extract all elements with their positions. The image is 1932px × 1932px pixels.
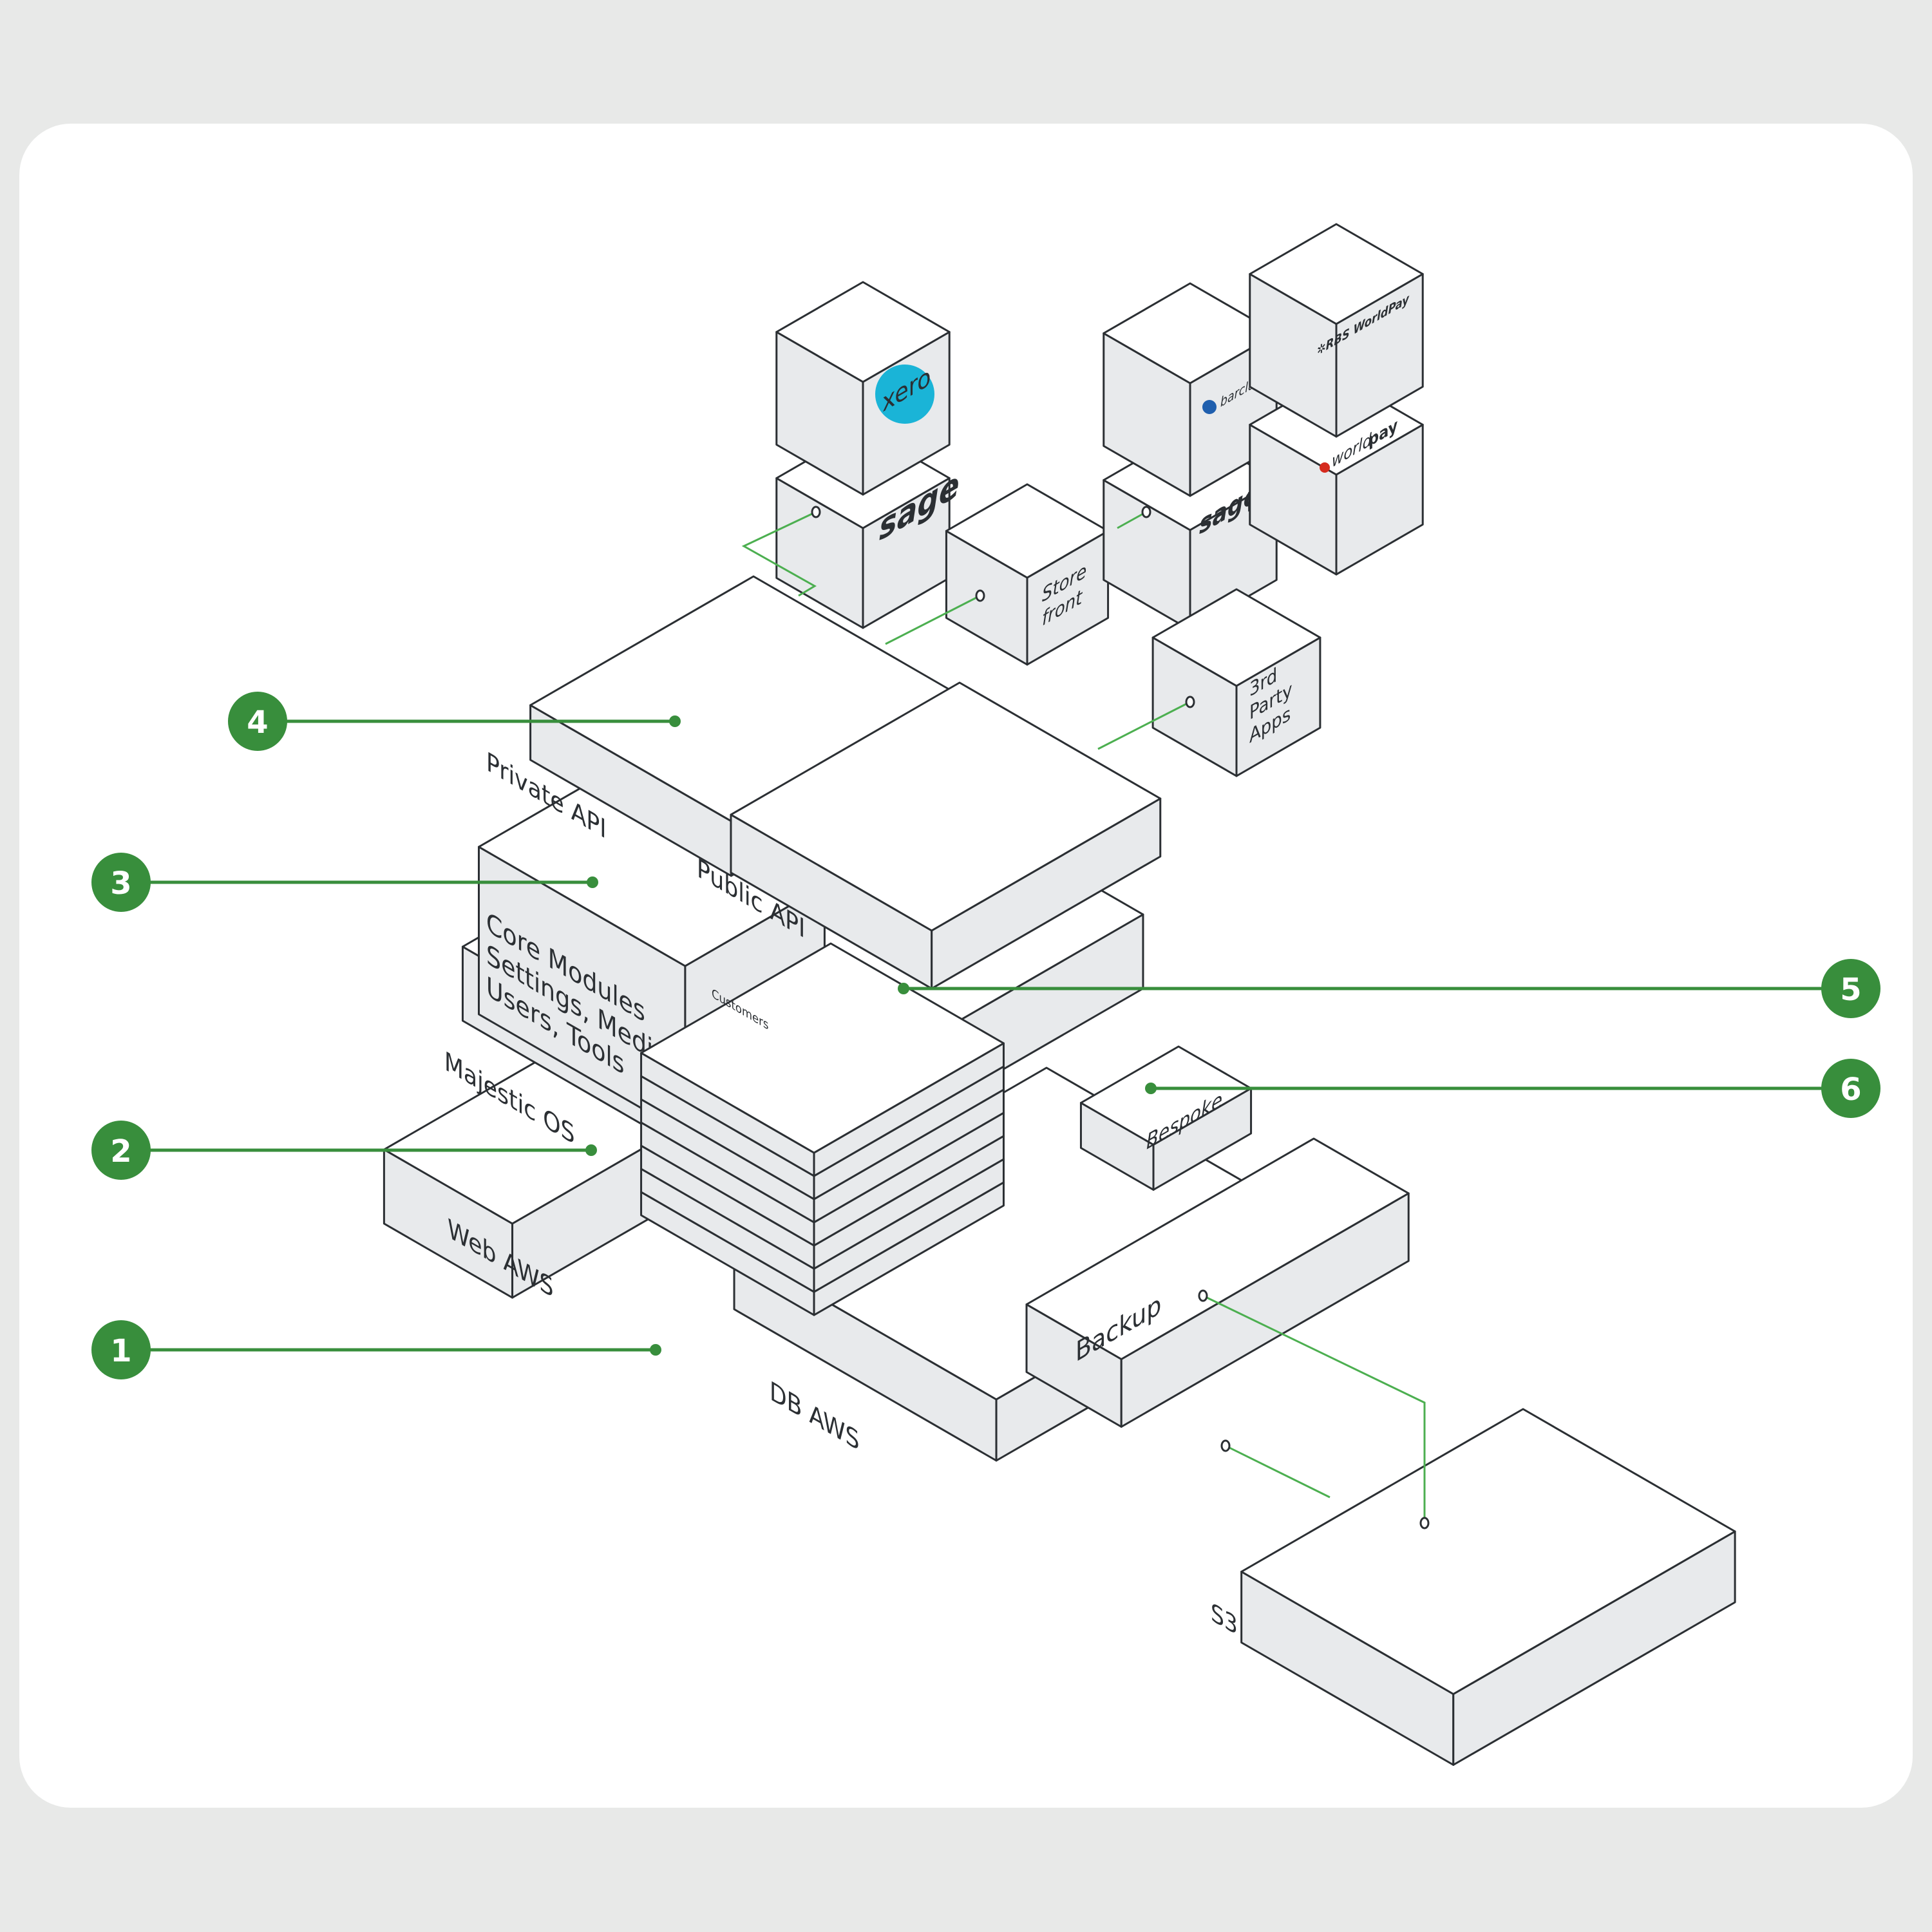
callout-5[interactable]: 5 xyxy=(898,959,1880,1018)
callout-4[interactable]: 4 xyxy=(228,692,681,751)
sagepay-port xyxy=(1141,506,1151,518)
callout-1[interactable]: 1 xyxy=(91,1320,661,1379)
callout-badge-circle xyxy=(91,853,151,912)
third-party-port xyxy=(1185,696,1195,708)
callout-6[interactable]: 6 xyxy=(1145,1059,1880,1118)
module-slab-top-face xyxy=(640,942,1005,1154)
worldpay-globe-icon xyxy=(1320,462,1330,473)
barclaycard-eagle-icon xyxy=(1202,400,1217,414)
callout-badge-circle xyxy=(1821,959,1880,1018)
callout-badge-circle xyxy=(91,1121,151,1180)
s3-block-top-face xyxy=(1240,1408,1736,1695)
callout-number: 5 xyxy=(1840,972,1861,1008)
callout-anchor-dot xyxy=(898,983,909,994)
callout-anchor-dot xyxy=(585,1144,597,1156)
callout-anchor-dot xyxy=(669,715,681,727)
backup-to-s3-wire xyxy=(1202,1294,1426,1523)
store-front-cube-top-face xyxy=(945,483,1110,579)
callout-3[interactable]: 3 xyxy=(91,853,598,912)
xero-logo-badge xyxy=(875,365,934,424)
callout-badge[interactable]: 3 xyxy=(91,853,151,912)
callout-badge[interactable]: 4 xyxy=(228,692,287,751)
callout-number: 4 xyxy=(247,705,268,741)
s3-block: S3 xyxy=(1211,1408,1736,1766)
xero-cube-top-face xyxy=(775,281,951,383)
module-slab: Customers xyxy=(640,942,1005,1177)
modules-stack: ReportingWarehouse/LogisticsPurchasingOr… xyxy=(640,942,1005,1316)
callout-number: 3 xyxy=(110,866,131,902)
xero-cube: xero xyxy=(775,281,951,496)
callout-anchor-dot xyxy=(650,1344,661,1356)
callout-badge-circle xyxy=(228,692,287,751)
s3-port xyxy=(1419,1517,1430,1530)
callout-anchor-dot xyxy=(1145,1083,1157,1094)
callout-2[interactable]: 2 xyxy=(91,1121,597,1180)
callout-badge[interactable]: 6 xyxy=(1821,1059,1880,1118)
callout-badge[interactable]: 2 xyxy=(91,1121,151,1180)
barclaycard-cube: barclaycard xyxy=(1103,282,1286,497)
sage-port xyxy=(811,506,821,518)
callout-number: 1 xyxy=(110,1333,131,1369)
sagepay-to-store-front-wire xyxy=(1117,511,1147,529)
callout-number: 6 xyxy=(1840,1072,1861,1108)
public-api-block-top-face xyxy=(730,681,1162,932)
sage-to-private-api-wire xyxy=(741,511,817,597)
callout-badge[interactable]: 5 xyxy=(1821,959,1880,1018)
callout-badge[interactable]: 1 xyxy=(91,1320,151,1379)
db-aws-label: DB AWS xyxy=(770,1376,859,1457)
third-party-to-public-api-wire xyxy=(1097,701,1191,750)
bespoke-block: Bespoke xyxy=(1079,1045,1253,1191)
backup-block: Backup xyxy=(1025,1137,1410,1428)
callout-badge-circle xyxy=(1821,1059,1880,1118)
callout-badge-circle xyxy=(91,1320,151,1379)
barclaycard-cube-top-face xyxy=(1103,282,1278,384)
rbs-worldpay-cube: ✲RBS WorldPay xyxy=(1249,223,1424,438)
store-front-to-private-api-wire xyxy=(885,594,981,645)
store-front-port xyxy=(975,589,985,602)
callout-anchor-dot xyxy=(587,876,598,888)
backup-port xyxy=(1198,1289,1208,1302)
backup-block-top-face xyxy=(1025,1137,1410,1360)
third-party-apps-cube-top-face xyxy=(1151,588,1321,687)
db-aws-to-s3-wire xyxy=(1225,1444,1331,1499)
rbs-worldpay-cube-top-face xyxy=(1249,223,1424,325)
callout-number: 2 xyxy=(110,1133,131,1170)
s3-label: S3 xyxy=(1211,1597,1238,1641)
bespoke-block-top-face xyxy=(1079,1045,1253,1146)
db-aws-port xyxy=(1220,1439,1231,1452)
